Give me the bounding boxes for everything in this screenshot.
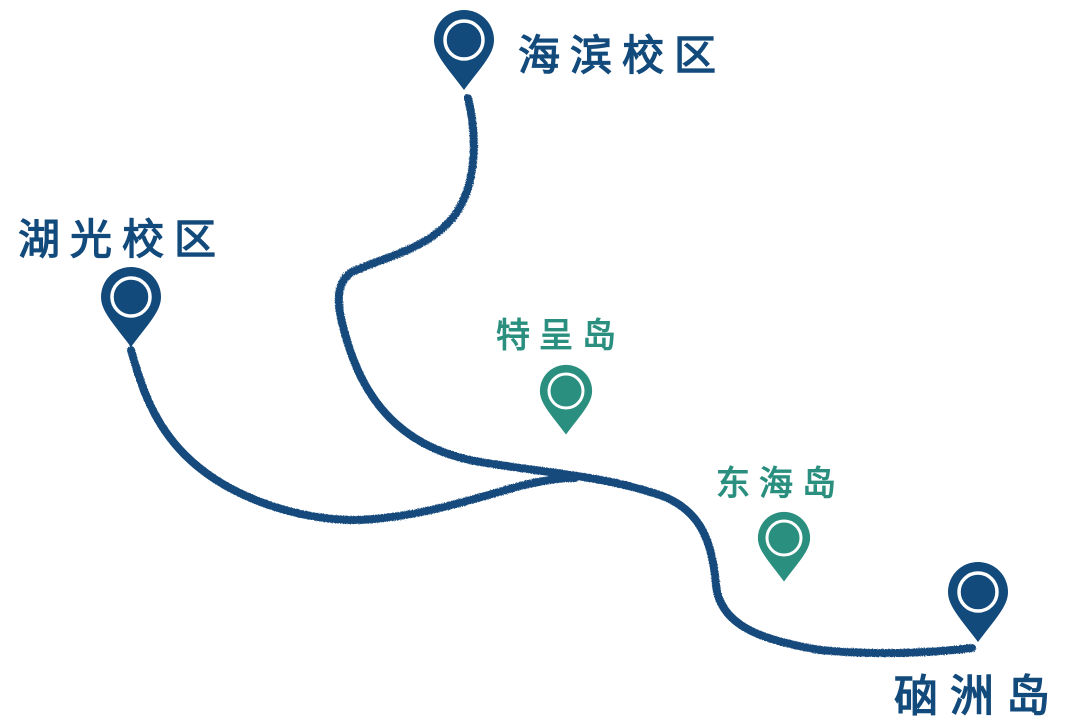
- label-huguang: 湖光校区: [18, 215, 227, 264]
- label-haibin: 海滨校区: [518, 31, 727, 80]
- label-techeng: 特呈岛: [496, 316, 625, 356]
- label-naozhou: 硇洲岛: [894, 671, 1062, 722]
- route-haibin-to-naozhou: [334, 94, 976, 658]
- label-donghai: 东海岛: [716, 464, 845, 504]
- route-huguang-to-junction: [127, 346, 579, 525]
- pin-techeng[interactable]: [539, 364, 593, 435]
- pin-huguang[interactable]: [101, 267, 161, 347]
- pin-donghai[interactable]: [757, 511, 811, 582]
- pin-naozhou[interactable]: [948, 562, 1008, 642]
- pin-haibin[interactable]: [434, 10, 494, 90]
